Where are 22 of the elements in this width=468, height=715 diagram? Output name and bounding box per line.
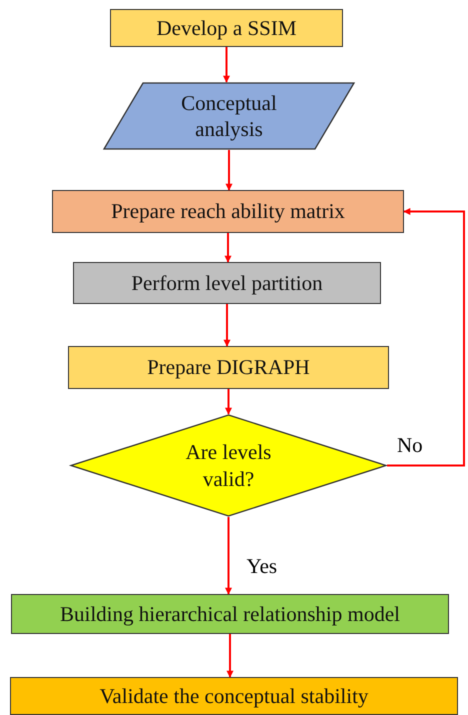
process-box [52,190,404,233]
arrow [226,634,234,678]
process-box [73,262,381,304]
node-label: Are levels valid? [184,439,272,492]
arrow [223,47,230,83]
node-label: Building hierarchical relationship model [60,600,400,628]
node-label: Conceptual analysis [180,90,278,142]
arrow [224,233,232,263]
arrow [225,517,232,595]
node-label: Prepare reach ability matrix [111,198,345,225]
process-box [11,594,449,634]
arrow [387,208,465,466]
process-box [10,677,458,715]
node-label: Perform level partition [131,270,323,296]
node-label: Validate the conceptual stability [100,682,368,710]
process-box [110,9,343,47]
arrow [225,389,232,415]
node-label: Develop a SSIM [156,14,296,42]
process-box [68,346,389,389]
arrow [226,150,232,191]
arrow [224,304,230,347]
node-label: Prepare DIGRAPH [147,354,310,381]
